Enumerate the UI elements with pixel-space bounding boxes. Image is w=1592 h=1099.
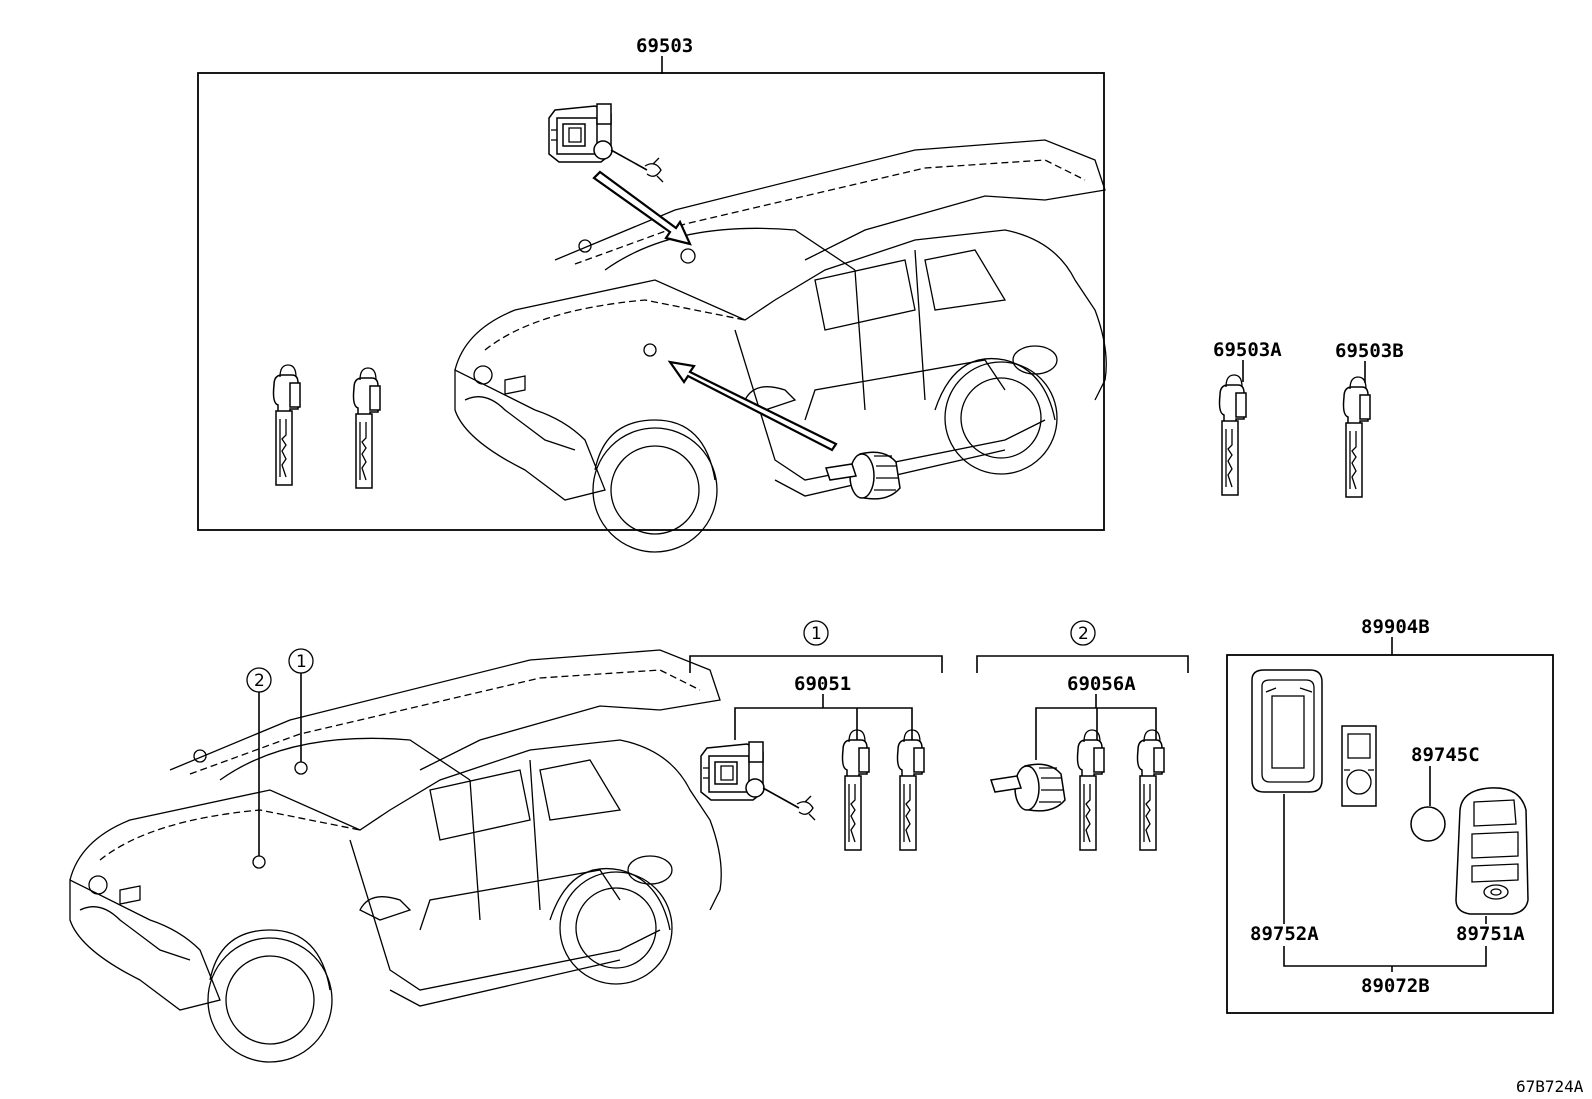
- transmitter-set-label: 89072B: [1361, 975, 1430, 997]
- key-blade-icon: [841, 729, 870, 851]
- bottom-vehicle-group: 1 2: [69, 648, 722, 1063]
- transmitter-label: 89751A: [1456, 923, 1525, 945]
- key-69503A-group: 69503A: [1213, 339, 1282, 496]
- set-1-part-label: 69051: [794, 673, 851, 695]
- suv-illustration-icon: [454, 139, 1107, 553]
- remote-assembly-box: [1226, 654, 1554, 1014]
- set-2-callout: 2: [1078, 624, 1089, 644]
- callout-1-text: 1: [296, 652, 307, 672]
- top-assembly-label: 69503: [636, 35, 693, 57]
- case-label: 89752A: [1250, 923, 1319, 945]
- key-69503B-group: 69503B: [1335, 340, 1404, 498]
- key-blade-icon: [896, 729, 925, 851]
- key-blade-icon: [1136, 729, 1165, 851]
- set-2-part-label: 69056A: [1067, 673, 1136, 695]
- key-blade-icon: [1218, 374, 1247, 496]
- set-1-callout: 1: [811, 624, 822, 644]
- key-blade-icon: [1076, 729, 1105, 851]
- transmitter-icon: [1455, 787, 1529, 915]
- remote-case-icon: [1251, 669, 1323, 793]
- diagram-code: 67B724A: [1516, 1077, 1584, 1096]
- key-blade-icon: [352, 367, 381, 489]
- suv-illustration-icon: [69, 649, 722, 1063]
- coin-battery-icon: [1410, 806, 1446, 842]
- top-assembly-group: 69503: [197, 35, 1107, 553]
- door-lock-cylinder-icon: [990, 763, 1066, 812]
- ignition-switch-icon: [700, 741, 816, 821]
- arrow-to-door-lock-icon: [667, 360, 838, 452]
- circuit-board-icon: [1341, 725, 1377, 807]
- remote-assembly-label: 89904B: [1361, 616, 1430, 638]
- arrow-to-ignition-icon: [592, 170, 692, 246]
- ignition-switch-icon: [548, 103, 664, 183]
- door-lock-cylinder-icon: [825, 451, 901, 500]
- key-a-label: 69503A: [1213, 339, 1282, 361]
- key-blade-icon: [272, 364, 301, 486]
- key-b-label: 69503B: [1335, 340, 1404, 362]
- callout-2-text: 2: [254, 671, 265, 691]
- remote-assembly-group: 89904B 89745C: [1226, 616, 1554, 1014]
- key-blade-icon: [1342, 376, 1371, 498]
- set-1-group: 1 69051: [689, 620, 943, 851]
- set-2-group: 2 69056A: [976, 620, 1189, 851]
- top-assembly-box: [197, 72, 1105, 531]
- battery-label: 89745C: [1411, 744, 1480, 766]
